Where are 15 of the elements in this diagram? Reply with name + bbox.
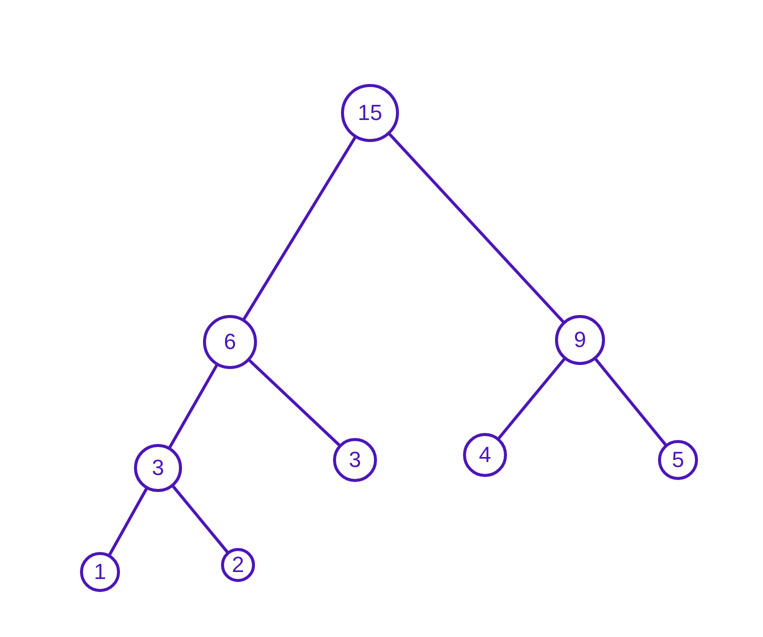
node-value: 1 [94, 561, 106, 583]
tree-edge [242, 136, 356, 320]
node-value: 4 [478, 444, 492, 466]
node-value: 3 [152, 457, 164, 479]
tree-edge [248, 359, 340, 446]
tree-edge [498, 358, 566, 440]
node-value: 9 [574, 329, 586, 351]
node-value: 15 [358, 102, 382, 124]
tree-edge [172, 485, 229, 554]
node-value: 3 [348, 449, 362, 471]
tree-edge [388, 132, 565, 324]
node-value: 6 [224, 331, 236, 353]
node-value: 5 [672, 449, 684, 471]
node-value: 2 [232, 554, 244, 576]
tree-edge [594, 358, 667, 446]
